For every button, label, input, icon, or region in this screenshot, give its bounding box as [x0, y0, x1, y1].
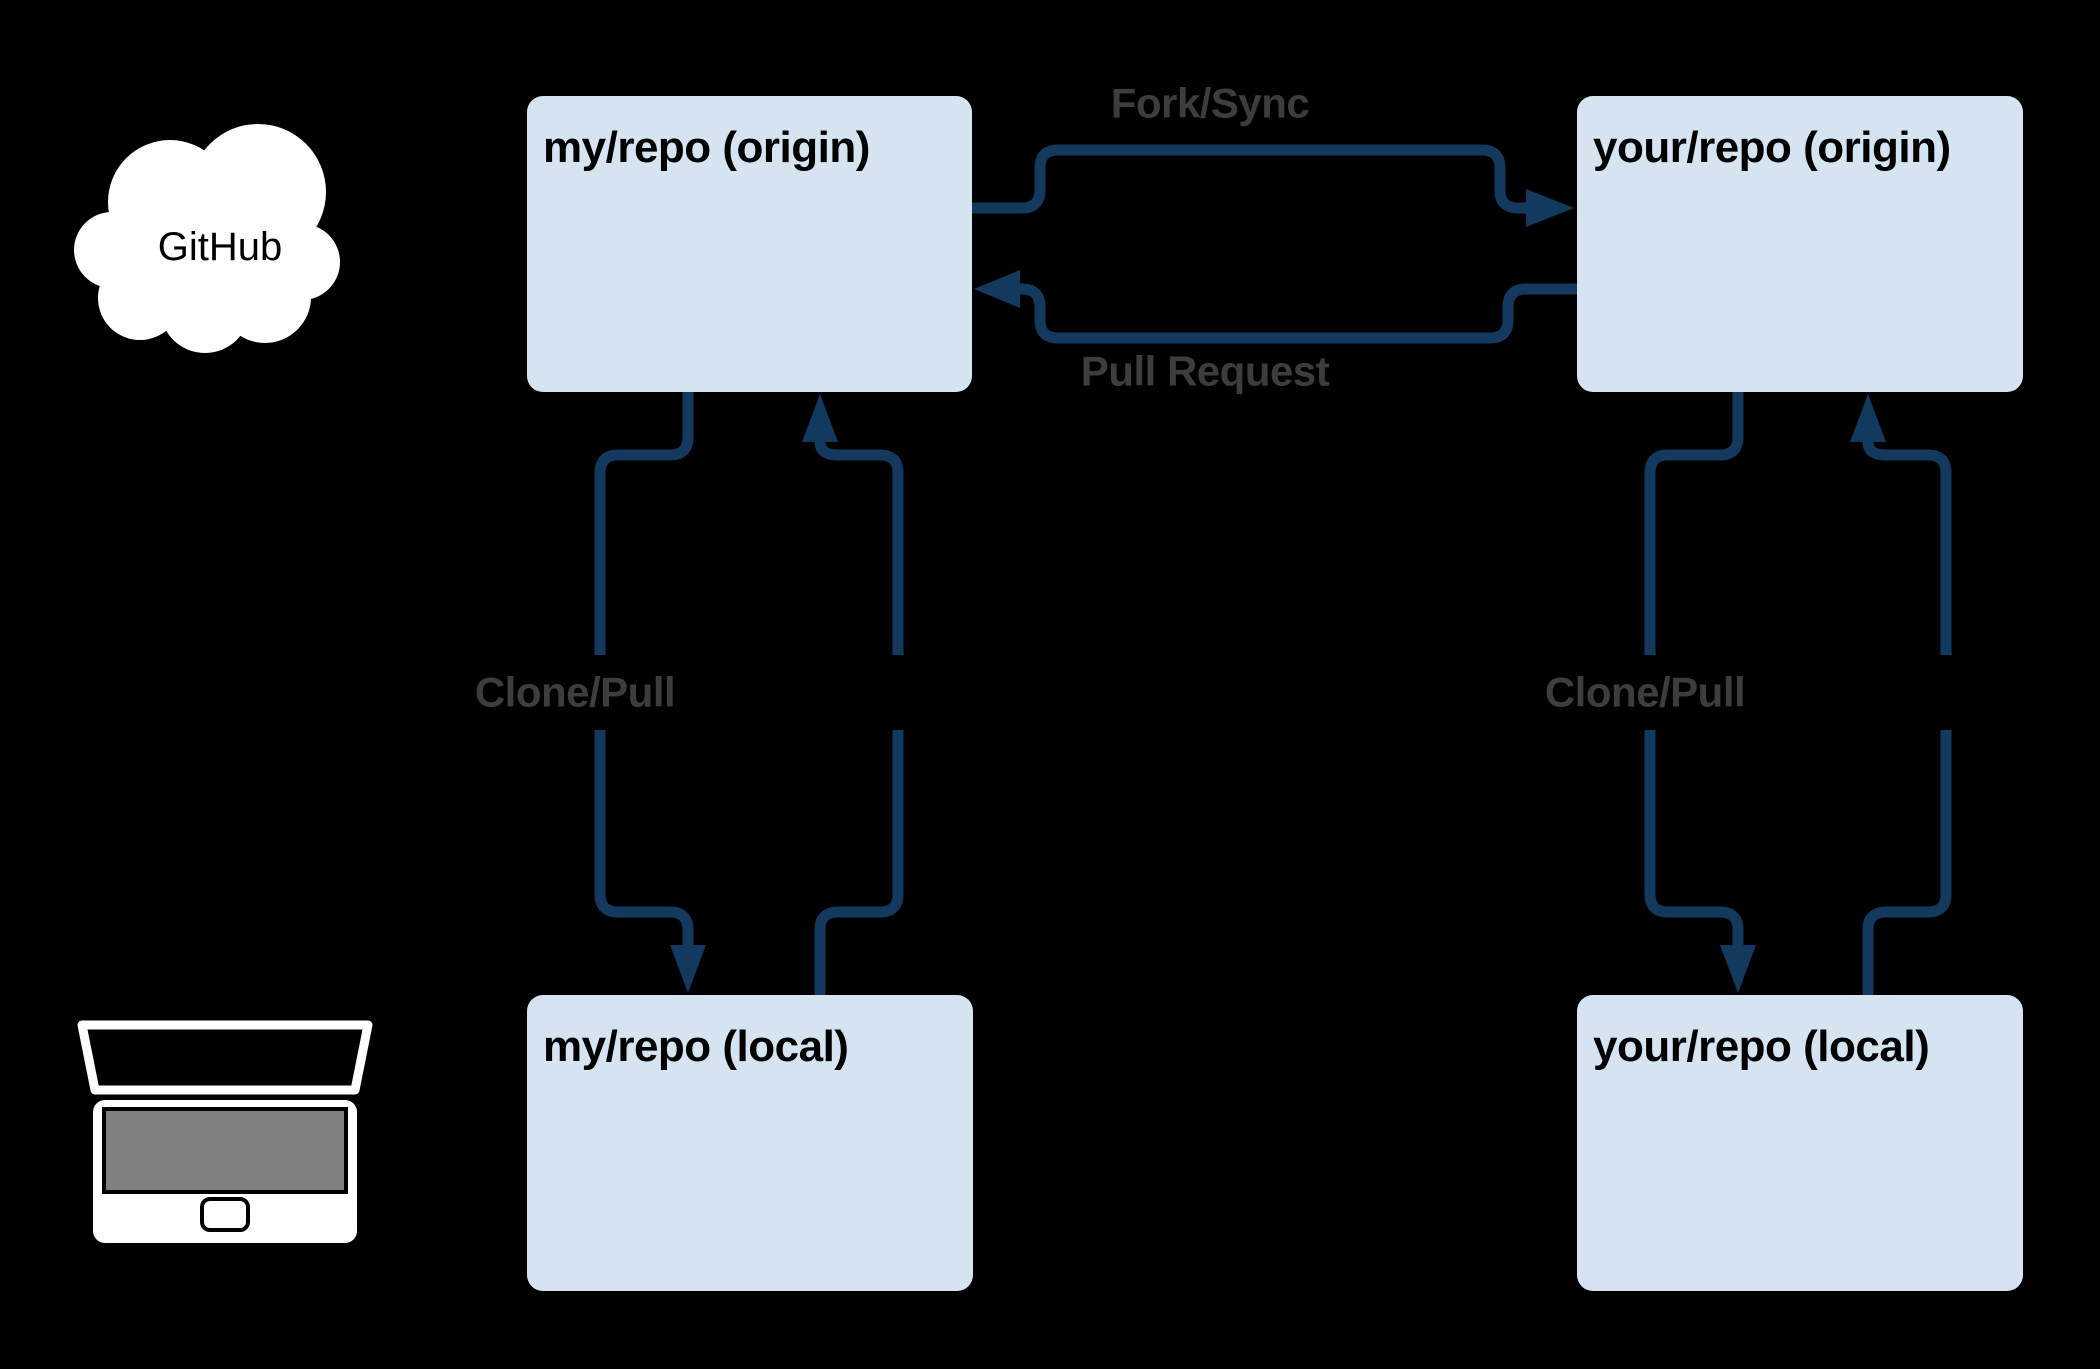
laptop-keyboard	[102, 1107, 348, 1194]
arrowhead-clone-pull-right	[1720, 945, 1756, 993]
node-label-my-repo-local: my/repo (local)	[543, 1022, 848, 1071]
node-label-your-repo-local: your/repo (local)	[1593, 1022, 1929, 1071]
arrow-up-right	[1862, 441, 1952, 995]
node-label-my-repo-origin: my/repo (origin)	[543, 123, 870, 172]
node-my-repo-origin	[527, 96, 972, 392]
arrowhead-up-right	[1850, 394, 1886, 442]
edge-label-fork-sync: Fork/Sync	[1111, 80, 1310, 127]
label-band-left	[545, 655, 955, 730]
laptop-trackpad	[200, 1197, 250, 1232]
edge-label-clone-pull-left: Clone/Pull	[475, 669, 675, 716]
edge-label-clone-pull-right: Clone/Pull	[1545, 669, 1745, 716]
node-your-repo-local	[1577, 995, 2023, 1291]
arrowhead-clone-pull-left	[670, 945, 706, 993]
github-cloud-label: GitHub	[158, 225, 283, 269]
laptop-lid	[77, 1020, 373, 1095]
label-band-right	[1595, 655, 2005, 730]
node-my-repo-local	[527, 995, 973, 1291]
arrow-pull-request	[1016, 283, 1577, 344]
node-label-your-repo-origin: your/repo (origin)	[1593, 123, 1951, 172]
arrowhead-up-left	[802, 394, 838, 442]
github-cloud-icon	[74, 124, 340, 353]
cloud-body	[110, 190, 310, 314]
arrow-up-left	[814, 441, 904, 995]
edge-label-pull-request: Pull Request	[1081, 348, 1330, 395]
laptop-icon	[77, 1020, 373, 1243]
node-your-repo-origin	[1577, 96, 2023, 392]
arrowhead-fork-sync	[1526, 189, 1574, 227]
arrowhead-pull-request	[974, 270, 1020, 308]
arrow-fork-sync	[972, 144, 1526, 214]
